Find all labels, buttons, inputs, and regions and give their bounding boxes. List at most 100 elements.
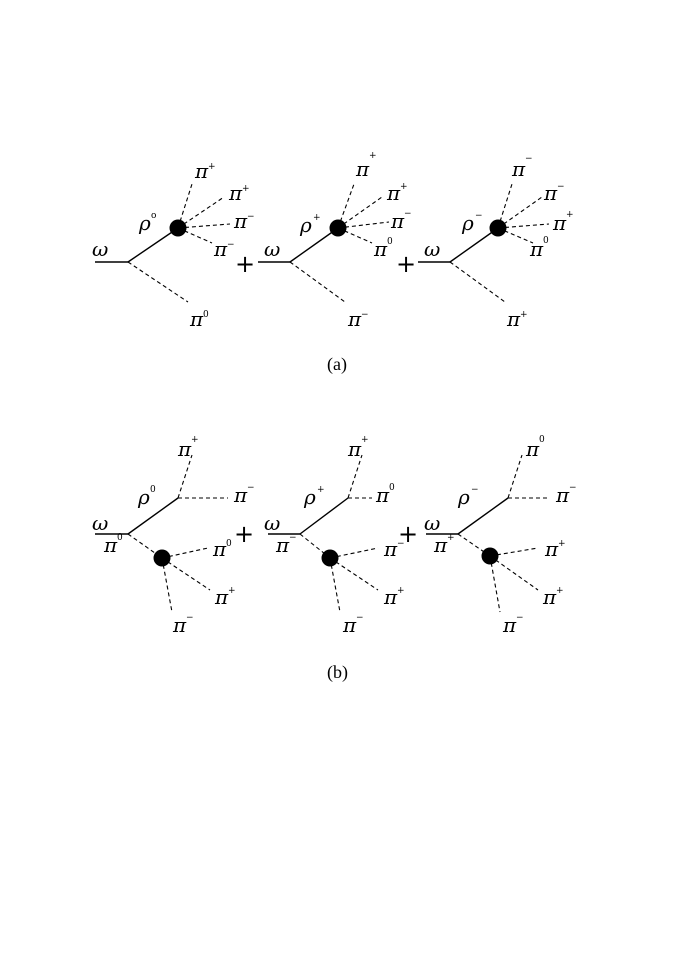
blob-pion-line-3 <box>489 555 501 613</box>
blob-pion-line-1 <box>177 183 193 229</box>
blob-pion-label-1: π <box>511 157 526 181</box>
omega-label: ω <box>264 237 280 261</box>
blob-pion-line-2 <box>337 196 383 229</box>
blob-pion-line-2 <box>177 196 225 229</box>
rho-line <box>127 497 179 535</box>
blob-pion-label-2: π <box>214 585 229 609</box>
blob-pion-label-3: π <box>502 613 517 637</box>
omega-label: ω <box>92 237 108 261</box>
diagram-b1: ω ρ 0 π + π − π 0 π 0 π + π − <box>92 435 255 637</box>
rho-pion-line-1 <box>177 454 193 499</box>
blob-pion-line-3 <box>497 223 550 229</box>
blob-pion-label-2: π <box>386 181 401 205</box>
blob-pion-label-3: π <box>390 209 405 233</box>
blob-pion-charge-4: − <box>227 240 235 250</box>
panel-a: ω ρ o π 0 π + π + π − π − + ω ρ <box>92 151 574 375</box>
blob-pion-charge-3: + <box>566 210 574 220</box>
blob-pion-line-1 <box>497 183 513 229</box>
blob-pion-line-1 <box>489 547 539 557</box>
plus-sign: + <box>234 520 254 548</box>
rho-charge: − <box>475 211 483 221</box>
pion-label: π <box>275 533 290 557</box>
blob-pion-charge-3: − <box>247 212 255 222</box>
blob-pion-line-3 <box>329 557 341 613</box>
diagram-a2: ω ρ + π − π + π + π − π 0 <box>258 151 412 331</box>
pion-charge: + <box>447 533 455 543</box>
rho-pion-charge-2: − <box>569 483 577 493</box>
blob-pion-charge-3: − <box>516 613 524 623</box>
blob-pion-charge-1: − <box>397 539 405 549</box>
blob-pion-line-2 <box>329 557 379 591</box>
blob-pion-charge-3: − <box>356 613 364 623</box>
rho-pion-line-1 <box>347 454 363 499</box>
omega-label: ω <box>424 511 440 535</box>
blob-pion-charge-3: − <box>404 209 412 219</box>
blob-pion-charge-1: 0 <box>226 539 232 549</box>
blob-pion-charge-1: + <box>558 539 566 549</box>
diagram-a1: ω ρ o π 0 π + π + π − π − <box>92 159 255 331</box>
panel-b-caption: (b) <box>327 662 348 683</box>
rho-charge: 0 <box>150 485 156 495</box>
blob-pion-charge-2: + <box>242 184 250 194</box>
blob-pion-label-1: π <box>544 537 559 561</box>
blob-pion-charge-2: + <box>400 182 408 192</box>
blob-pion-label-1: π <box>212 537 227 561</box>
blob-pion-label-4: π <box>373 237 388 261</box>
blob-pion-line-4 <box>177 227 213 244</box>
rho-charge: − <box>471 485 479 495</box>
rho-pion-charge-1: 0 <box>539 435 545 445</box>
blob-pion-charge-1: + <box>369 151 377 161</box>
blob-pion-label-3: π <box>342 613 357 637</box>
rho-pion-label-2: π <box>375 483 390 507</box>
rho-pion-charge-2: 0 <box>389 483 395 493</box>
rho-pion-label-1: π <box>525 437 540 461</box>
rho-label: ρ <box>138 211 151 235</box>
rho-label: ρ <box>303 485 316 509</box>
blob-pion-charge-2: + <box>397 586 405 596</box>
blob-pion-label-3: π <box>233 209 248 233</box>
panel-b: ω ρ 0 π + π − π 0 π 0 π + π − + <box>92 435 577 683</box>
rho-label: ρ <box>299 213 312 237</box>
blob-pion-label-2: π <box>543 181 558 205</box>
pion-label: π <box>433 533 448 557</box>
plus-sign: + <box>398 520 418 548</box>
blob-pion-charge-4: 0 <box>387 237 393 247</box>
blob-pion-charge-4: 0 <box>543 236 549 246</box>
rho-label: ρ <box>137 485 150 509</box>
rho-pion-line-1 <box>507 454 523 499</box>
blob-pion-label-3: π <box>552 211 567 235</box>
blob-pion-charge-2: + <box>556 586 564 596</box>
recoil-pion-label: π <box>347 307 362 331</box>
rho-line <box>289 227 339 263</box>
rho-line <box>449 227 499 263</box>
blob-pion-line-3 <box>177 223 231 229</box>
rho-pion-label-2: π <box>233 483 248 507</box>
blob-pion-charge-1: + <box>208 162 216 172</box>
diagram-b2: ω ρ + π + π 0 π − π − π + π − <box>264 435 405 637</box>
diagram-b3: ω ρ − π 0 π − π + π + π + π − <box>424 435 577 637</box>
rho-charge: + <box>317 485 325 495</box>
rho-label: ρ <box>457 485 470 509</box>
rho-pion-label-1: π <box>177 437 192 461</box>
rho-pion-label-1: π <box>347 437 362 461</box>
blob-pion-line-4 <box>337 227 373 244</box>
plus-sign: + <box>396 250 416 278</box>
rho-pion-charge-1: + <box>191 435 199 445</box>
blob-pion-line-4 <box>497 227 534 244</box>
omega-label: ω <box>264 511 280 535</box>
panel-a-caption: (a) <box>327 354 347 375</box>
blob-pion-label-4: π <box>213 237 228 261</box>
blob-pion-line-3 <box>337 221 390 229</box>
blob-pion-label-2: π <box>542 585 557 609</box>
rho-line <box>299 497 349 535</box>
rho-line <box>457 497 509 535</box>
recoil-pion-label: π <box>506 307 521 331</box>
blob-pion-line-1 <box>337 183 355 229</box>
omega-label: ω <box>92 511 108 535</box>
rho-pion-charge-1: + <box>361 435 369 445</box>
blob-pion-charge-3: − <box>186 613 194 623</box>
blob-pion-label-1: π <box>194 159 209 183</box>
recoil-pion-line <box>289 261 346 303</box>
blob-pion-charge-2: + <box>228 586 236 596</box>
